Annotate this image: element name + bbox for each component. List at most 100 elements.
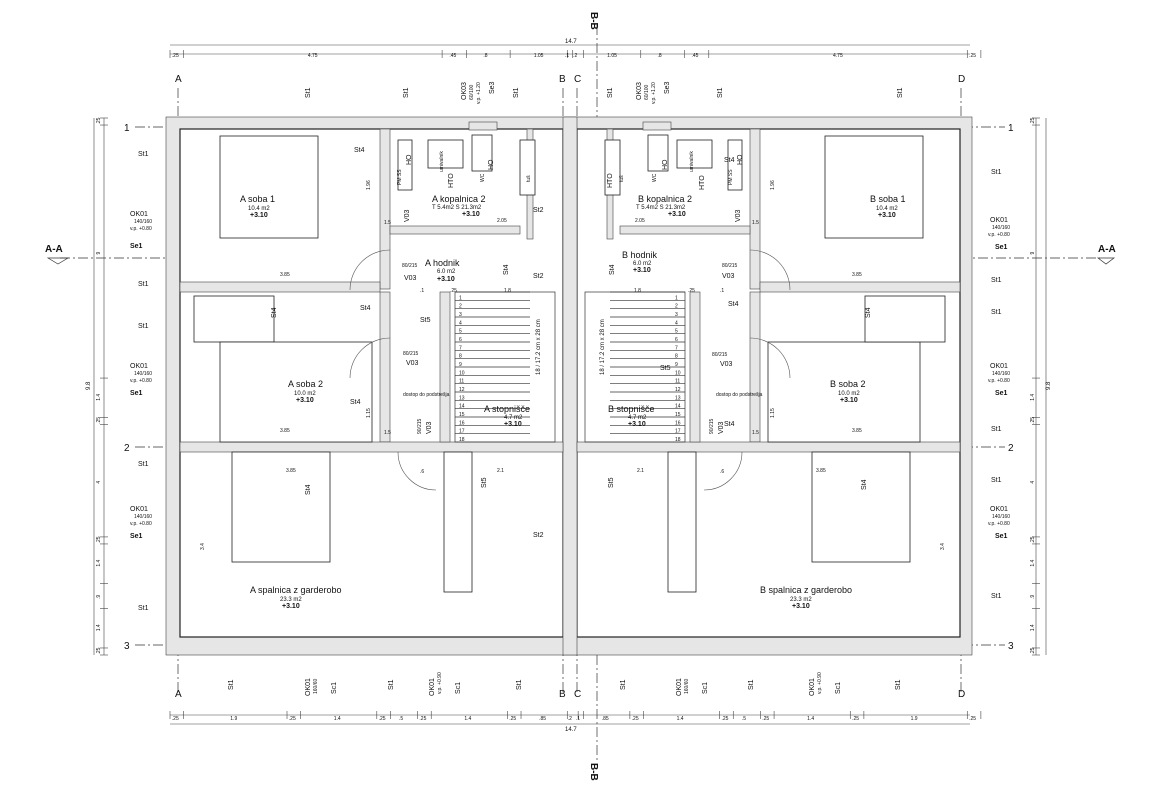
svg-text:St1: St1 [991, 477, 1002, 484]
svg-text:2.05: 2.05 [635, 218, 645, 224]
room-a-spalnica[interactable]: A spalnica z garderobo 23.3 m2 +3.10 [250, 585, 342, 610]
window-tag-right-2: OK01 140/160 v.p. +0.80 Se1 [988, 363, 1010, 397]
room-a-soba-2[interactable]: A soba 2 10.0 m2 +3.10 [288, 379, 323, 404]
svg-text:1.8: 1.8 [504, 288, 511, 294]
svg-text:Sc1: Sc1 [702, 682, 709, 694]
top-dimension-label: .1 [565, 53, 569, 59]
axis-label-c-top: C [574, 74, 581, 85]
stair-step-number: 8 [675, 354, 678, 360]
bottom-dimension-label: 1.9 [911, 716, 918, 722]
window-tag-left-2: OK01 140/160 v.p. +0.80 Se1 [130, 363, 152, 397]
room-name: B kopalnica 2 [638, 194, 692, 204]
svg-text:80/215: 80/215 [722, 263, 738, 269]
bottom-dimension-label: 1.9 [230, 716, 237, 722]
left-dimension-label: .25 [96, 647, 102, 654]
svg-text:St1: St1 [403, 87, 410, 98]
svg-text:tuš: tuš [526, 175, 532, 182]
svg-text:St1: St1 [138, 605, 149, 612]
room-a-kopalnica-2[interactable]: A kopalnica 2 T 5.4m2 S 21.3m2 +3.10 [432, 194, 486, 218]
svg-text:St1: St1 [138, 281, 149, 288]
left-dimension-label: 1.4 [96, 559, 102, 566]
bottom-dimension-label: .2 [568, 716, 572, 722]
stair-step-number: 18 [675, 437, 681, 443]
room-a-stopnisce[interactable]: A stopnišče 4.7 m2 +3.10 [484, 404, 530, 428]
svg-text:St4: St4 [724, 421, 735, 428]
svg-text:St5: St5 [608, 477, 615, 488]
room-b-kopalnica-2[interactable]: B kopalnica 2 T 5.4m2 S 21.3m2 +3.10 [636, 194, 692, 218]
bottom-dimension-label: 1.4 [807, 716, 814, 722]
room-b-spalnica[interactable]: B spalnica z garderobo 23.3 m2 +3.10 [760, 585, 852, 610]
svg-text:Sc1: Sc1 [331, 682, 338, 694]
bottom-dimension-label: .25 [852, 716, 859, 722]
bottom-dimension-label: .85 [539, 716, 546, 722]
svg-text:Se1: Se1 [130, 243, 143, 250]
bottom-dimension-label: .25 [172, 716, 179, 722]
room-area: 4.7 m2 [628, 415, 647, 421]
room-b-stopnisce[interactable]: B stopnišče 4.7 m2 +3.10 [608, 404, 655, 428]
room-name: B soba 2 [830, 379, 866, 389]
left-dimension-label: .25 [96, 536, 102, 543]
svg-text:OK03: OK03 [636, 82, 643, 100]
bottom-dimension-label: 1.4 [334, 716, 341, 722]
bottom-dimension-label: .25 [509, 716, 516, 722]
svg-text:v.p. +0.90: v.p. +0.90 [437, 672, 443, 694]
room-level: +3.10 [250, 212, 268, 219]
svg-text:80/215: 80/215 [403, 351, 419, 357]
svg-text:Se3: Se3 [664, 81, 671, 94]
beds [193, 135, 946, 593]
svg-text:.1: .1 [720, 288, 724, 294]
window-tag-right-1: OK01 140/160 v.p. +0.80 Se1 [988, 217, 1010, 251]
svg-text:St1: St1 [991, 593, 1002, 600]
room-name: A spalnica z garderobo [250, 585, 342, 595]
stair-step-number: 9 [459, 362, 462, 368]
room-a-soba-1[interactable]: A soba 1 10.4 m2 +3.10 [240, 194, 275, 219]
svg-text:St5: St5 [420, 317, 431, 324]
room-a-hodnik[interactable]: A hodnik 6.0 m2 +3.10 [425, 258, 460, 283]
svg-text:St4: St4 [305, 484, 312, 495]
right-overall-dimension: 9.8 [1046, 381, 1052, 390]
svg-text:St4: St4 [354, 147, 365, 154]
svg-text:St2: St2 [533, 207, 544, 214]
svg-text:90/215: 90/215 [417, 418, 423, 434]
svg-text:140/160: 140/160 [992, 514, 1010, 520]
svg-text:St1: St1 [388, 679, 395, 690]
right-dimension-label: 1.4 [1030, 559, 1036, 566]
svg-text:v.p. +0.80: v.p. +0.80 [130, 226, 152, 232]
axis-label-b-top: B [559, 74, 566, 85]
svg-text:2.1: 2.1 [637, 468, 644, 474]
svg-text:.6: .6 [420, 469, 424, 475]
svg-text:St5: St5 [660, 365, 671, 372]
svg-text:V03: V03 [735, 209, 742, 222]
bottom-window-tag-4: OK01 v.p. +0.90 Sc1 [809, 672, 842, 696]
room-level: +3.10 [840, 397, 858, 404]
svg-text:160/60: 160/60 [313, 678, 319, 694]
right-dimension-label: 1.4 [1030, 624, 1036, 631]
room-b-soba-1[interactable]: B soba 1 10.4 m2 +3.10 [870, 194, 906, 219]
svg-text:V03: V03 [404, 275, 417, 282]
axis-label-2-left: 2 [124, 443, 130, 454]
svg-text:1.5: 1.5 [752, 220, 759, 226]
svg-text:.25: .25 [688, 288, 695, 294]
stair-step-number: 16 [459, 420, 465, 426]
svg-text:OK01: OK01 [130, 211, 148, 218]
svg-text:Se1: Se1 [995, 244, 1008, 251]
stair-step-number: 7 [459, 345, 462, 351]
room-area: 10.0 m2 [294, 391, 316, 397]
svg-text:1.5: 1.5 [384, 430, 391, 436]
right-dimension-label: .25 [1030, 536, 1036, 543]
wall-tags: St1 St1 St1 St1 St1 St1 St1 St1 St1 St1 … [138, 87, 1002, 690]
svg-text:V03: V03 [426, 421, 433, 434]
bottom-dimension-label: .25 [632, 716, 639, 722]
bottom-window-tag-2: OK01 v.p. +0.90 Sc1 [429, 672, 462, 696]
room-b-soba-2[interactable]: B soba 2 10.0 m2 +3.10 [830, 379, 866, 404]
attic-access-note-a: dostop do podstrešja [403, 392, 450, 398]
axis-label-3-left: 3 [124, 641, 130, 652]
svg-text:St1: St1 [305, 87, 312, 98]
room-b-hodnik[interactable]: B hodnik 6.0 m2 +3.10 [622, 250, 658, 274]
svg-text:Se1: Se1 [130, 390, 143, 397]
svg-text:v.p. +0.80: v.p. +0.80 [988, 232, 1010, 238]
stair-step-number: 14 [675, 404, 681, 410]
svg-text:St5: St5 [481, 477, 488, 488]
